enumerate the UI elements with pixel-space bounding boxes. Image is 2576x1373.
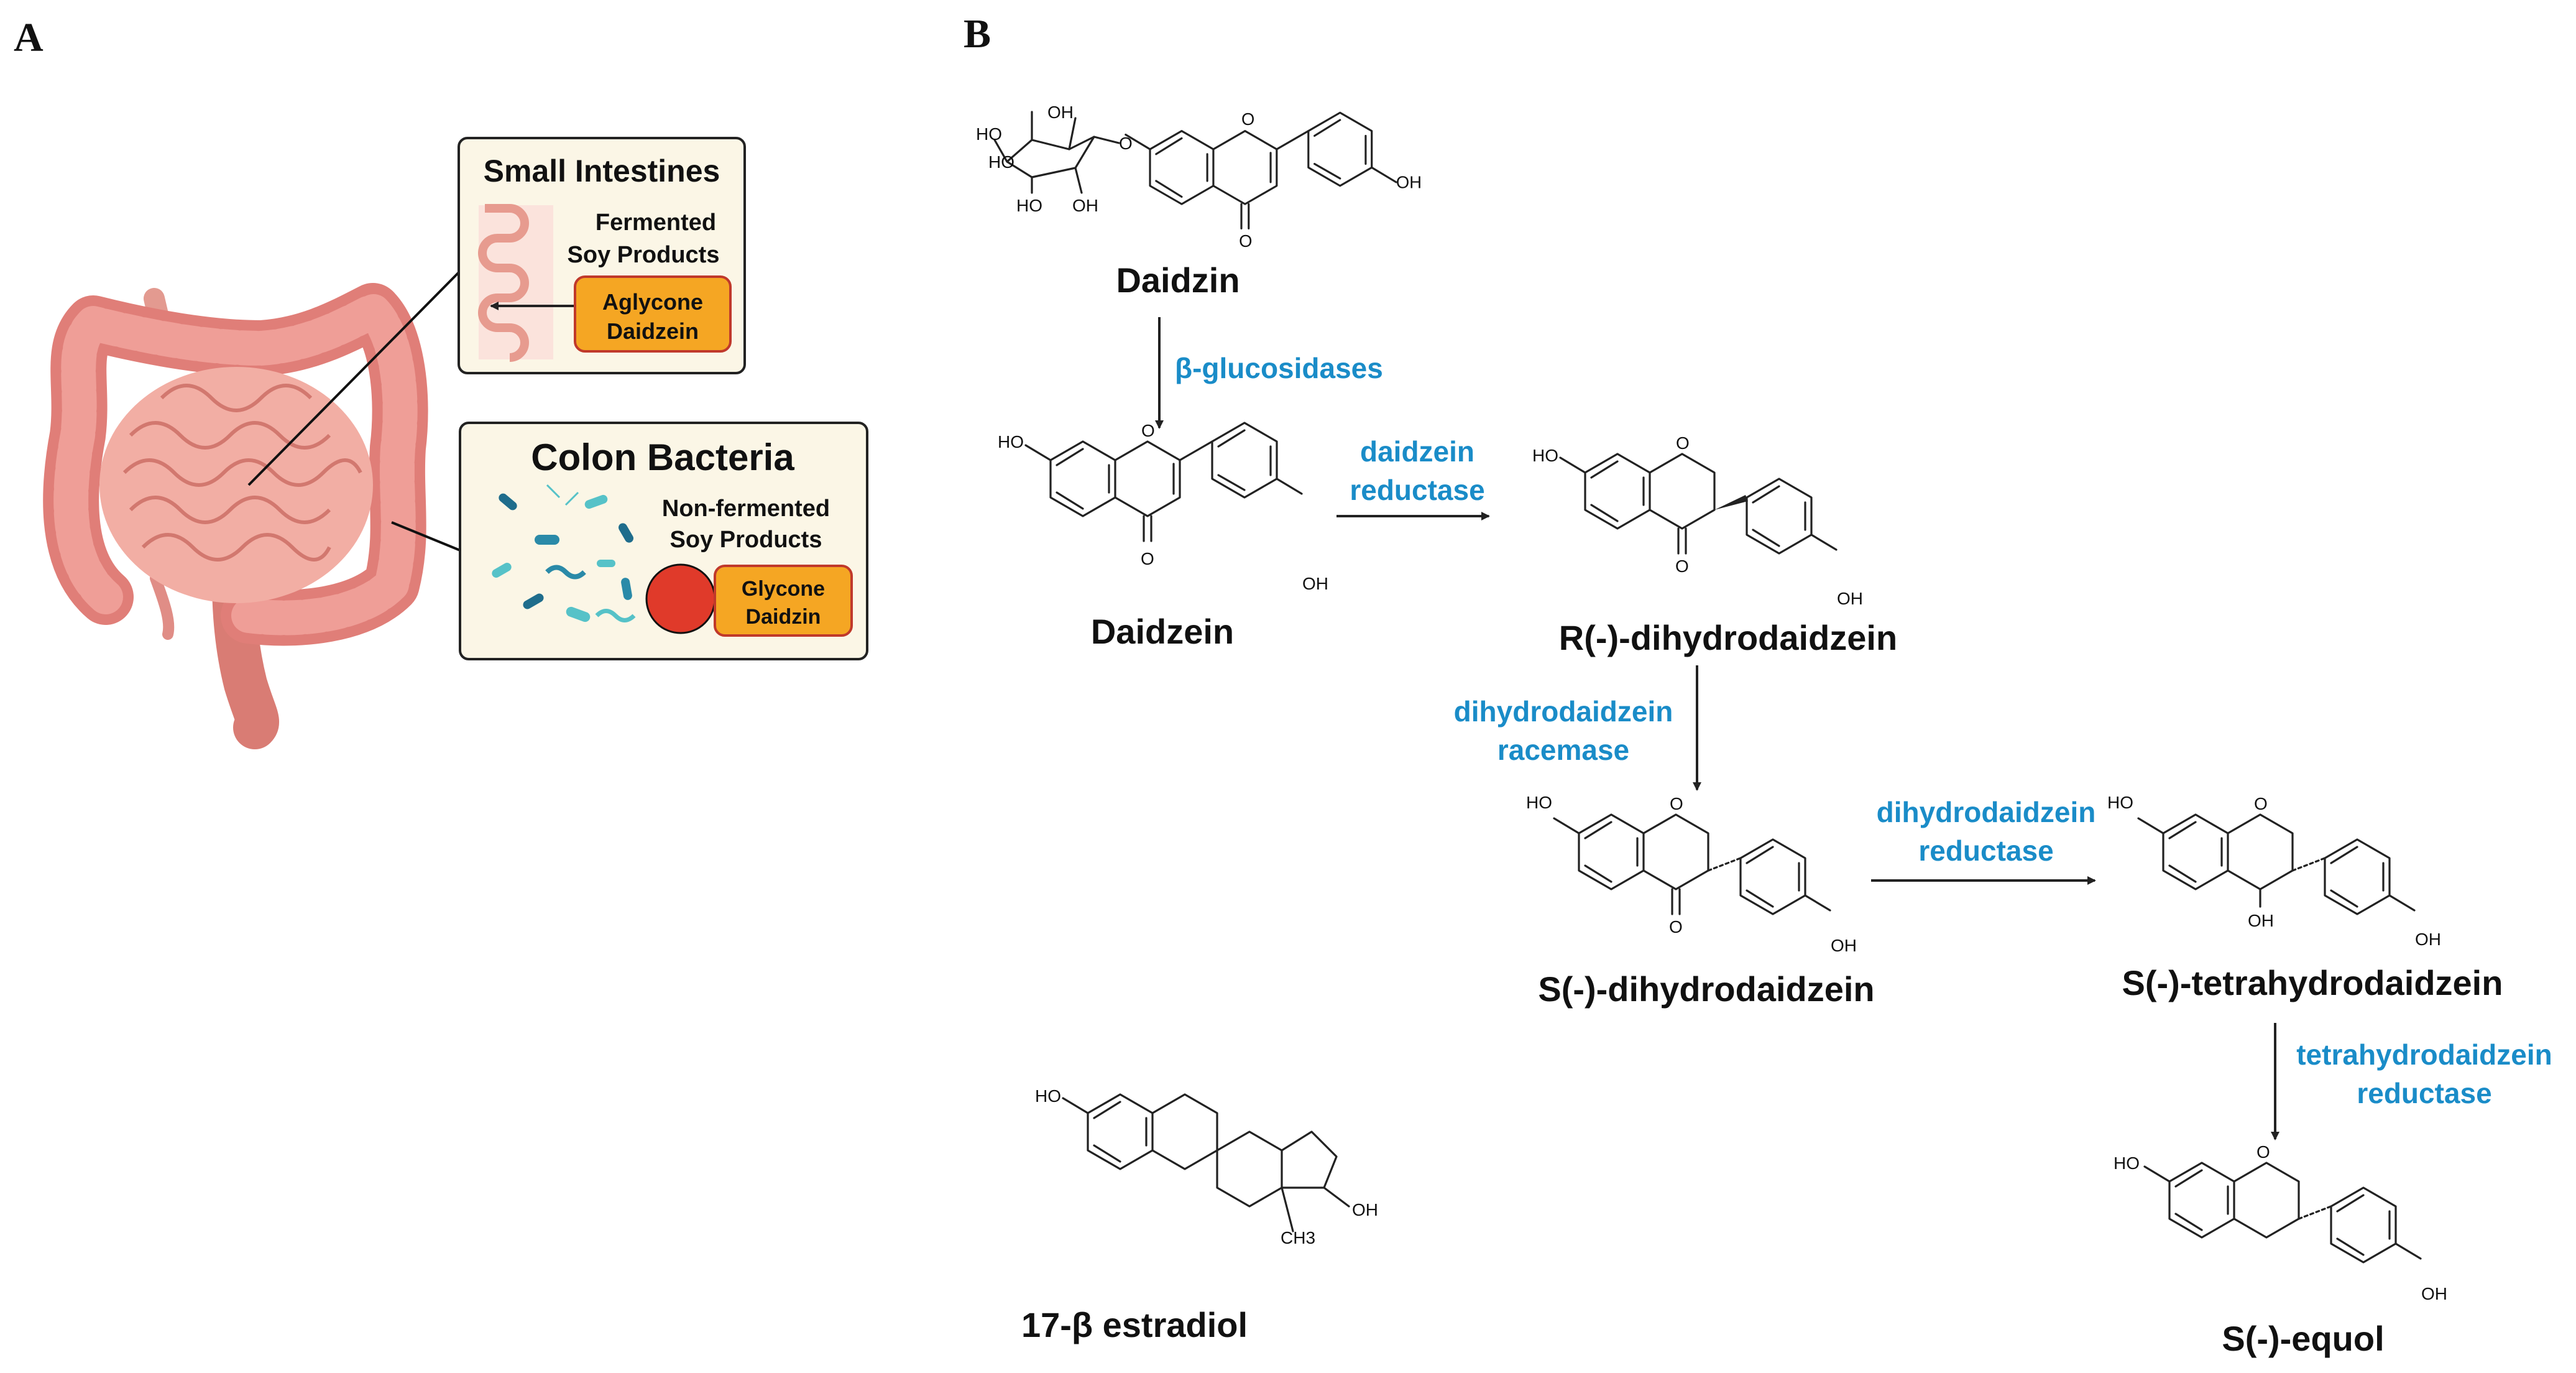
bacteria-icon	[492, 484, 636, 622]
atom-ho: HO	[2107, 793, 2133, 812]
s-equol-structure: HO O OH	[2114, 1142, 2447, 1303]
atom-ho: HO	[1526, 793, 1552, 812]
atom-o: O	[1141, 421, 1155, 440]
nonfermented-line1: Non-fermented	[662, 496, 830, 522]
red-circle-icon	[645, 563, 716, 634]
atom-oh: OH	[1302, 574, 1328, 593]
glycone-line2: Daidzin	[746, 605, 821, 629]
atom-ho: HO	[976, 124, 1002, 144]
daidzein-structure: HO O O OH	[998, 421, 1328, 593]
atom-ho: HO	[2114, 1153, 2140, 1173]
fermented-line2: Soy Products	[568, 242, 720, 268]
atom-ch3: CH3	[1281, 1228, 1315, 1247]
nonfermented-line2: Soy Products	[670, 527, 822, 553]
enzyme-dhd-reductase-line2: reductase	[1918, 834, 2053, 867]
atom-o: O	[1119, 134, 1133, 153]
pointer-line-colon	[391, 521, 461, 552]
glycone-daidzin-label	[714, 565, 853, 637]
label-s-tetrahydrodaidzein: S(-)-tetrahydrodaidzein	[2122, 963, 2503, 1002]
atom-oh: OH	[2248, 911, 2274, 930]
colon-bacteria-title: Colon Bacteria	[531, 437, 794, 478]
atom-oh: OH	[1396, 173, 1422, 192]
enzyme-racemase-line2: racemase	[1497, 734, 1629, 766]
r-dihydrodaidzein-structure: HO O O OH	[1532, 433, 1863, 608]
label-s-dihydrodaidzein: S(-)-dihydrodaidzein	[1538, 969, 1874, 1009]
enzyme-thd-reductase-line1: tetrahydrodaidzein	[2296, 1038, 2552, 1071]
atom-ho: HO	[988, 152, 1014, 172]
atom-o: O	[1670, 794, 1683, 813]
daidzin-structure: OH HO HO HO OH O OH O O	[976, 103, 1422, 251]
atom-o: O	[2256, 1142, 2270, 1162]
small-intestines-title: Small Intestines	[484, 154, 720, 188]
small-intestines-box: Small Intestines Fermented Soy Products …	[458, 137, 746, 374]
atom-oh: OH	[2421, 1284, 2447, 1303]
pointer-line-small-intestines	[247, 271, 460, 486]
atom-o: O	[1239, 231, 1252, 251]
label-estradiol: 17-β estradiol	[1021, 1305, 1248, 1344]
label-daidzein: Daidzein	[1091, 612, 1234, 651]
aglycone-line2: Daidzein	[607, 318, 699, 344]
enzyme-thd-reductase-line2: reductase	[2357, 1077, 2491, 1109]
s-tetrahydrodaidzein-structure: HO O OH OH	[2107, 793, 2441, 949]
atom-o: O	[1675, 557, 1689, 576]
enzyme-daidzein-reductase-line1: daidzein	[1360, 435, 1474, 468]
atom-o: O	[1676, 433, 1690, 453]
atom-ho: HO	[1035, 1086, 1061, 1106]
fermented-line1: Fermented	[596, 210, 716, 236]
villi-graphic	[478, 204, 553, 362]
enzyme-racemase-line1: dihydrodaidzein	[1454, 695, 1673, 728]
aglycone-daidzein-label	[574, 275, 732, 353]
atom-o: O	[1241, 109, 1254, 129]
panel-label-a: A	[14, 15, 44, 60]
enzyme-dhd-reductase-line1: dihydrodaidzein	[1877, 796, 2096, 828]
glycone-line1: Glycone	[742, 577, 825, 601]
atom-o: O	[1669, 917, 1683, 936]
intestine-illustration	[43, 283, 428, 749]
s-dihydrodaidzein-structure: HO O O OH	[1526, 793, 1857, 955]
atom-ho: HO	[1532, 446, 1558, 465]
enzyme-daidzein-reductase-line2: reductase	[1350, 474, 1484, 506]
atom-oh: OH	[1072, 196, 1098, 215]
enzyme-glucosidase: β-glucosidases	[1175, 352, 1383, 384]
estradiol-structure: HO CH3 OH	[1035, 1086, 1378, 1247]
label-s-equol: S(-)-equol	[2222, 1319, 2384, 1358]
atom-ho: HO	[998, 432, 1024, 451]
atom-oh: OH	[1047, 103, 1074, 122]
atom-oh: OH	[1352, 1200, 1378, 1219]
atom-oh: OH	[2415, 930, 2441, 949]
atom-o: O	[2254, 794, 2268, 813]
label-r-dihydrodaidzein: R(-)-dihydrodaidzein	[1559, 618, 1897, 657]
label-daidzin: Daidzin	[1116, 261, 1240, 300]
colon-bacteria-box: Colon Bacteria Non-fermented Soy Product…	[459, 422, 868, 660]
atom-oh: OH	[1831, 936, 1857, 955]
atom-ho: HO	[1016, 196, 1042, 215]
atom-o: O	[1141, 549, 1154, 568]
atom-oh: OH	[1837, 589, 1863, 608]
aglycone-line1: Aglycone	[602, 289, 703, 315]
panel-label-b: B	[964, 11, 991, 57]
